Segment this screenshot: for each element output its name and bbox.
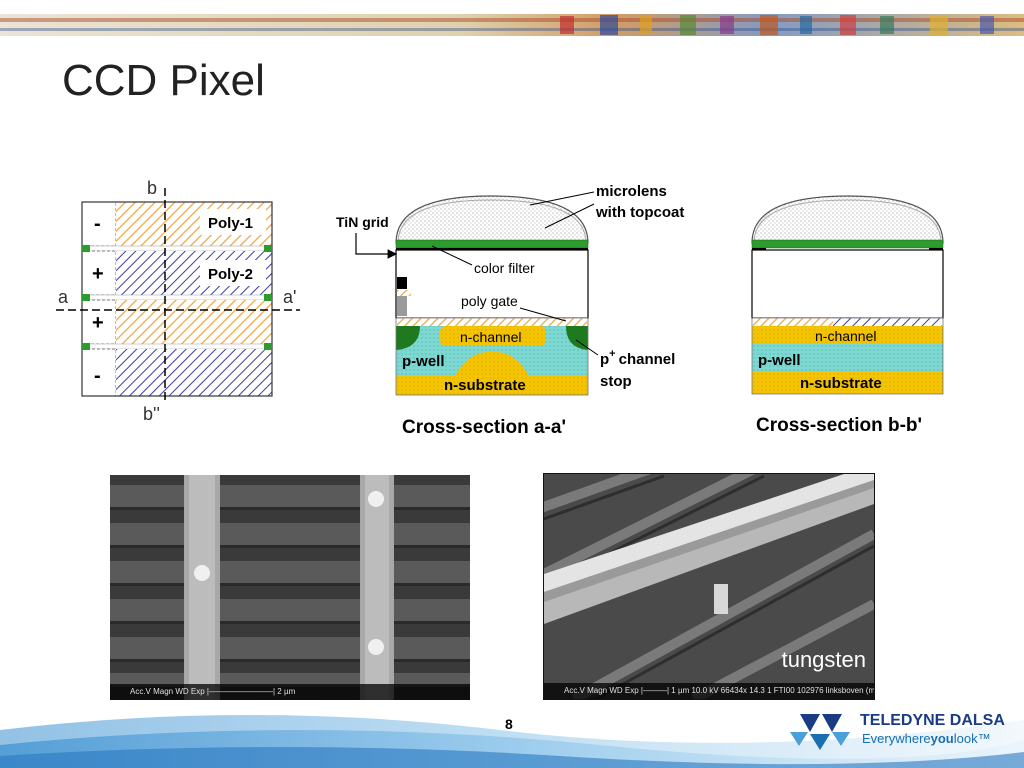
cross-section-bb: n-channel p-well n-substrate Cross-secti… [751,195,944,436]
sem-left-scalebar: Acc.V Magn WD Exp |————————| 2 µm [110,684,470,700]
header-decor-band [0,14,1024,36]
tungsten-label: tungsten [781,647,866,672]
channel-stop-label-2: stop [600,373,632,390]
sem-top-view-graphic [110,475,470,700]
microlens-label: microlens [596,183,667,200]
cut-label-b-top: b [147,178,157,198]
layout-row-4-sign: - [94,365,101,387]
bb-p-well-label: p-well [758,352,801,369]
pixel-layout-diagram: b - Poly-1 + Poly-2 + - [56,178,300,424]
microlens-label-2: with topcoat [595,204,684,221]
layout-row-1-sign: - [94,213,101,235]
cut-label-a-right: a' [283,287,296,307]
aa-n-substrate-label: n-substrate [444,377,526,394]
teledyne-logo-icon [790,714,850,750]
poly-gate-label: poly gate [461,293,518,309]
cross-section-aa: n-channel p-well n-substrate TiN grid mi… [336,183,684,438]
ccd-pixel-diagrams: b - Poly-1 + Poly-2 + - [56,178,944,438]
aa-n-channel-label: n-channel [460,329,522,345]
bb-n-channel-label: n-channel [815,328,877,344]
poly-2-label: Poly-2 [208,266,253,283]
sem-right-scalebar: Acc.V Magn WD Exp |———| 1 µm 10.0 kV 664… [544,683,874,699]
cross-section-bb-caption: Cross-section b-b' [756,415,922,436]
slide-title: CCD Pixel [62,56,265,105]
bb-n-substrate-label: n-substrate [800,375,882,392]
cross-section-aa-caption: Cross-section a-a' [402,417,566,438]
layout-row-2: + Poly-2 [81,250,272,296]
color-filter-label: color filter [474,260,535,276]
company-tagline: Everywhereyoulook™ [862,731,991,746]
poly-1-label: Poly-1 [208,215,253,232]
cut-label-b-bottom: b'' [143,404,160,424]
sem-angled-view-graphic [544,474,874,699]
sem-image-angled-view: tungsten Acc.V Magn WD Exp |———| 1 µm 10… [543,473,875,700]
aa-p-well-label: p-well [402,353,445,370]
footer-wave-decor [0,715,1024,768]
page-number: 8 [505,716,513,732]
layout-row-1: - Poly-1 [81,201,272,247]
company-name: TELEDYNE DALSA [860,712,1005,729]
sem-image-top-view: Acc.V Magn WD Exp |————————| 2 µm [110,475,470,700]
cut-label-a-left: a [58,287,69,307]
layout-row-2-sign: + [92,263,104,285]
channel-stop-label: p+channel [600,348,675,368]
tin-grid-label: TiN grid [336,214,389,230]
layout-row-4: - [81,348,272,397]
layout-row-3-sign: + [92,312,104,334]
layout-row-3: + [81,299,272,345]
